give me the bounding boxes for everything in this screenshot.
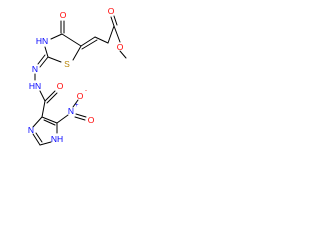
- bond-ch2-cester: [107, 25, 115, 44]
- chemical-structure: O HN S N HN O O O O O N N NH - +: [28, 6, 127, 146]
- bond-c4-n3: [50, 33, 63, 40]
- bond-ester-o-double-b: [113, 15, 118, 26]
- bond-c2-s1: [47, 56, 62, 63]
- bond-nnitro-ominus: [72, 99, 79, 108]
- bond-ch-ch2: [94, 36, 109, 44]
- bond-camide-c4im: [41, 100, 46, 118]
- bond-c4-c5: [61, 33, 82, 47]
- bond-n3im-c2im-a: [32, 133, 41, 146]
- bond-n3-c2: [44, 46, 49, 58]
- bond-c4im-c5im: [41, 116, 58, 124]
- atom-nh-ring: HN: [36, 36, 48, 46]
- bond-c5-ch-a: [80, 36, 96, 47]
- bond-c2-n-b: [37, 54, 46, 65]
- atom-o-nitro-minus: O: [77, 91, 84, 101]
- charge-minus: -: [85, 88, 87, 94]
- charge-plus: +: [75, 103, 79, 109]
- atom-o-ester-carbonyl: O: [108, 6, 115, 16]
- bond-o-methyl: [119, 50, 127, 59]
- bond-nnitro-odouble-b: [74, 116, 86, 121]
- bond-c4im-n3im: [32, 116, 43, 128]
- bond-amide-o-b: [46, 92, 58, 104]
- atom-nh-imidazole: NH: [51, 134, 63, 144]
- bond-n3im-c2im-b: [35, 132, 43, 143]
- atom-o-amide: O: [57, 81, 64, 91]
- bond-nnitro-odouble-a: [75, 113, 87, 118]
- bond-amide-o-a: [44, 90, 56, 102]
- atom-s-ring: S: [64, 59, 70, 69]
- atom-o-ester: O: [117, 42, 124, 52]
- bond-s1-c5: [72, 45, 82, 61]
- bonds: [32, 15, 127, 146]
- atom-hn-hydrazide: HN: [29, 81, 41, 91]
- atom-n-imidazole: N: [28, 125, 34, 135]
- bond-nh-camide: [39, 90, 46, 102]
- atom-o-ketone: O: [60, 10, 67, 20]
- atom-n-nitro: N: [68, 106, 74, 116]
- bond-c5im-nnitro: [56, 114, 69, 124]
- bond-cester-o: [113, 25, 121, 43]
- bond-c4im-c5im-inner: [43, 119, 56, 126]
- atom-n-imine: N: [32, 64, 38, 74]
- atom-labels: O HN S N HN O O O O O N N NH - +: [28, 6, 124, 144]
- bond-c2-n-a: [39, 56, 49, 68]
- bond-ester-o-double-a: [110, 16, 115, 27]
- bond-c2im-n1im: [39, 141, 52, 146]
- atom-o-nitro-double: O: [88, 115, 95, 125]
- bond-c5-ch-b: [81, 39, 98, 50]
